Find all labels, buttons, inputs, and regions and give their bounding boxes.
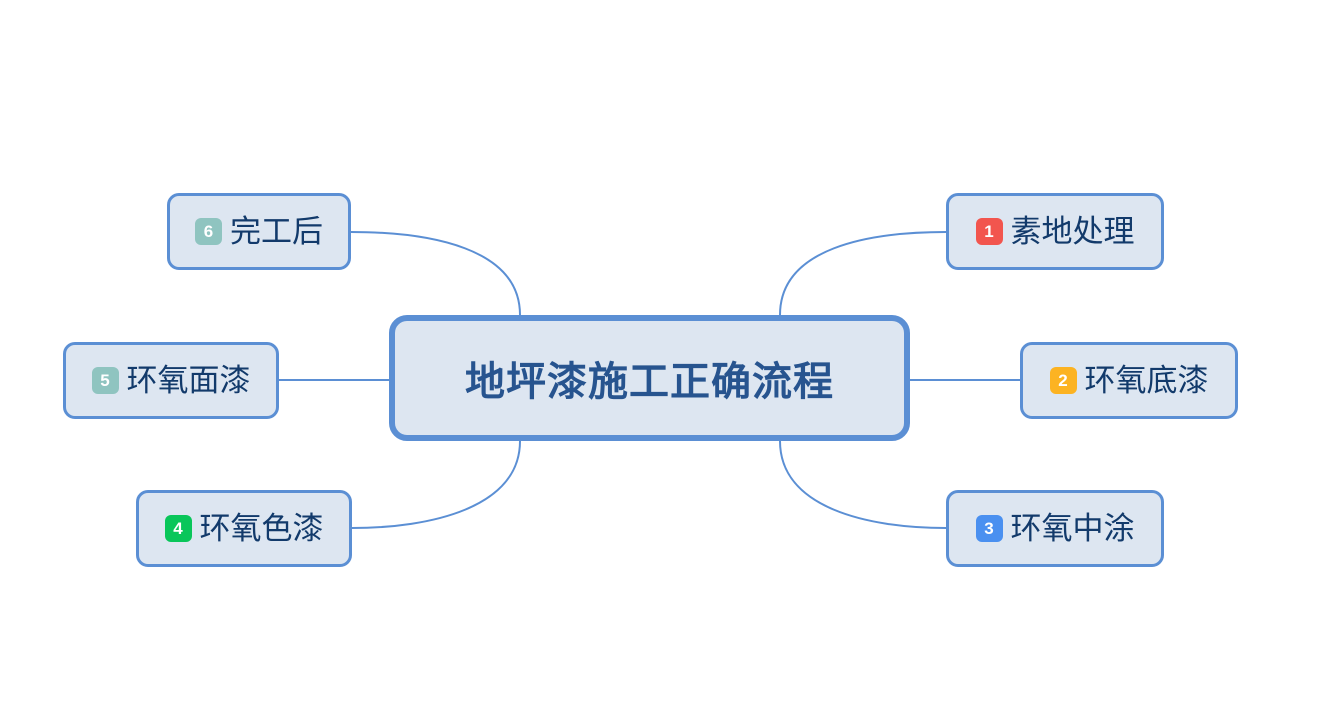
branch-badge-6: 6 bbox=[195, 218, 222, 245]
branch-label-6: 完工后 bbox=[230, 214, 323, 249]
branch-badge-2: 2 bbox=[1049, 367, 1077, 394]
branch-inner-1: 1 素地处理 bbox=[949, 216, 1161, 247]
branch-node-6[interactable]: 6 完工后 bbox=[167, 193, 351, 270]
branch-badge-5: 5 bbox=[91, 367, 119, 394]
branch-inner-3: 3 环氧中涂 bbox=[949, 513, 1161, 544]
branch-badge-1: 1 bbox=[975, 218, 1003, 245]
branch-inner-4: 4 环氧色漆 bbox=[139, 513, 349, 544]
connector-to-node-6 bbox=[350, 231, 521, 316]
central-node-label: 地坪漆施工正确流程 bbox=[465, 360, 834, 404]
connector-to-node-1 bbox=[779, 231, 947, 316]
branch-inner-2: 2 环氧底漆 bbox=[1023, 365, 1235, 396]
branch-label-3: 环氧中涂 bbox=[1010, 511, 1135, 546]
branch-node-2[interactable]: 2 环氧底漆 bbox=[1020, 342, 1238, 419]
central-node[interactable]: 地坪漆施工正确流程 bbox=[389, 315, 910, 441]
connector-to-node-3 bbox=[779, 440, 947, 529]
branch-label-5: 环氧面漆 bbox=[126, 363, 251, 398]
branch-inner-5: 5 环氧面漆 bbox=[66, 365, 276, 396]
branch-node-5[interactable]: 5 环氧面漆 bbox=[63, 342, 279, 419]
branch-label-1: 素地处理 bbox=[1010, 214, 1135, 249]
branch-inner-6: 6 完工后 bbox=[170, 216, 348, 247]
branch-label-4: 环氧色漆 bbox=[199, 511, 324, 546]
branch-node-3[interactable]: 3 环氧中涂 bbox=[946, 490, 1164, 567]
branch-badge-4: 4 bbox=[164, 515, 192, 542]
branch-label-2: 环氧底漆 bbox=[1084, 363, 1209, 398]
branch-badge-3: 3 bbox=[975, 515, 1003, 542]
branch-node-4[interactable]: 4 环氧色漆 bbox=[136, 490, 352, 567]
branch-node-1[interactable]: 1 素地处理 bbox=[946, 193, 1164, 270]
connector-to-node-4 bbox=[351, 440, 521, 529]
